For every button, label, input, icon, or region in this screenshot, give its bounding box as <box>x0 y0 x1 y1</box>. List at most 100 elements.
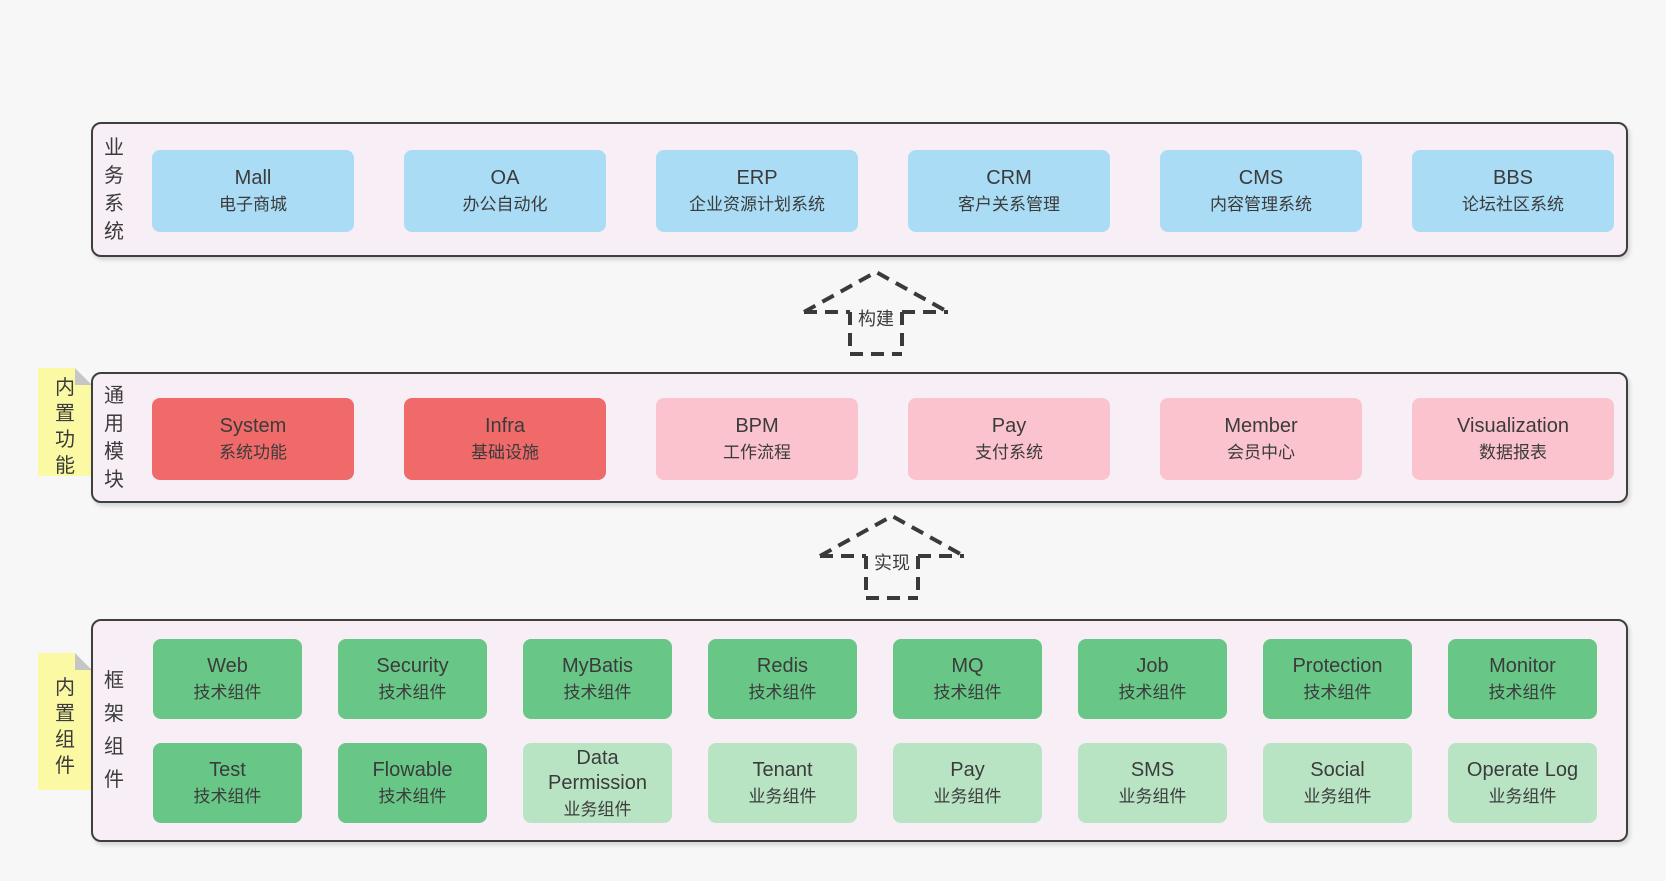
box-title: CRM <box>986 167 1032 190</box>
box-title: Pay <box>950 759 985 782</box>
box-pay-module: Pay 支付系统 <box>908 398 1110 480</box>
box-member: Member 会员中心 <box>1160 398 1362 480</box>
box-infra: Infra 基础设施 <box>404 398 606 480</box>
box-title: Protection <box>1292 655 1383 678</box>
box-mybatis: MyBatis 技术组件 <box>523 639 672 719</box>
box-subtitle: 企业资源计划系统 <box>689 195 825 215</box>
box-subtitle: 电子商城 <box>219 195 287 215</box>
box-title: OA <box>490 167 520 190</box>
box-bbs: BBS 论坛社区系统 <box>1412 150 1614 232</box>
box-title: Tenant <box>752 759 813 782</box>
box-title: Pay <box>991 415 1027 438</box>
box-test: Test 技术组件 <box>153 743 302 823</box>
box-system: System 系统功能 <box>152 398 354 480</box>
box-title: CMS <box>1238 167 1284 190</box>
box-mall: Mall 电子商城 <box>152 150 354 232</box>
box-social: Social 业务组件 <box>1263 743 1412 823</box>
modules-box-row: System 系统功能 Infra 基础设施 BPM 工作流程 Pay 支付系统… <box>152 398 1614 480</box>
box-title: System <box>219 415 287 438</box>
box-bpm: BPM 工作流程 <box>656 398 858 480</box>
implement-arrow: 实现 <box>817 512 967 604</box>
box-data-permission: Data Permission 业务组件 <box>523 743 672 823</box>
box-protection: Protection 技术组件 <box>1263 639 1412 719</box>
build-arrow-label: 构建 <box>855 304 897 332</box>
box-subtitle: 业务组件 <box>563 799 632 819</box>
framework-box-row-1: Web 技术组件 Security 技术组件 MyBatis 技术组件 Redi… <box>153 639 1597 719</box>
box-redis: Redis 技术组件 <box>708 639 857 719</box>
box-subtitle: 技术组件 <box>563 683 632 703</box>
box-title: Mall <box>234 167 272 190</box>
box-title: SMS <box>1130 759 1175 782</box>
box-mq: MQ 技术组件 <box>893 639 1042 719</box>
box-title: Test <box>209 759 246 782</box>
box-title: MQ <box>951 655 984 678</box>
box-subtitle: 技术组件 <box>1118 683 1187 703</box>
box-monitor: Monitor 技术组件 <box>1448 639 1597 719</box>
box-title: Web <box>207 655 248 678</box>
box-subtitle: 会员中心 <box>1227 443 1295 463</box>
sticky-note-builtin-components: 内置组件 <box>38 653 92 790</box>
box-subtitle: 论坛社区系统 <box>1462 195 1564 215</box>
box-title: Member <box>1224 415 1298 438</box>
box-title: MyBatis <box>561 655 634 678</box>
box-sms: SMS 业务组件 <box>1078 743 1227 823</box>
box-subtitle: 工作流程 <box>723 443 791 463</box>
box-title: Visualization <box>1457 415 1569 438</box>
box-title: Social <box>1310 759 1365 782</box>
build-arrow: 构建 <box>801 268 951 360</box>
box-erp: ERP 企业资源计划系统 <box>656 150 858 232</box>
panel-framework-label: 框架组件 <box>104 669 124 791</box>
panel-business-label: 业务系统 <box>104 136 124 243</box>
implement-arrow-label: 实现 <box>871 548 913 576</box>
box-title: ERP <box>736 167 778 190</box>
box-operate-log: Operate Log 业务组件 <box>1448 743 1597 823</box>
box-oa: OA 办公自动化 <box>404 150 606 232</box>
box-security: Security 技术组件 <box>338 639 487 719</box>
box-flowable: Flowable 技术组件 <box>338 743 487 823</box>
box-title: Security <box>376 655 449 678</box>
box-title: Infra <box>484 415 526 438</box>
box-subtitle: 支付系统 <box>975 443 1043 463</box>
panel-common-modules: 通用模块 System 系统功能 Infra 基础设施 BPM 工作流程 Pay… <box>91 372 1628 503</box>
sticky-note-text: 内置组件 <box>55 676 75 777</box>
box-subtitle: 技术组件 <box>193 787 262 807</box>
box-crm: CRM 客户关系管理 <box>908 150 1110 232</box>
box-subtitle: 技术组件 <box>378 787 447 807</box>
box-subtitle: 业务组件 <box>1303 787 1372 807</box>
box-title: Flowable <box>372 759 453 782</box>
box-subtitle: 业务组件 <box>1488 787 1557 807</box>
box-title: Monitor <box>1489 655 1556 678</box>
framework-box-row-2: Test 技术组件 Flowable 技术组件 Data Permission … <box>153 743 1597 823</box>
box-subtitle: 业务组件 <box>748 787 817 807</box>
box-subtitle: 技术组件 <box>193 683 262 703</box>
box-subtitle: 数据报表 <box>1479 443 1547 463</box>
sticky-note-builtin-features: 内置功能 <box>38 368 92 476</box>
box-title: Data Permission <box>548 746 647 794</box>
box-web: Web 技术组件 <box>153 639 302 719</box>
box-title: Redis <box>756 655 809 678</box>
box-subtitle: 业务组件 <box>933 787 1002 807</box>
box-title: BBS <box>1492 167 1534 190</box>
box-title: BPM <box>735 415 779 438</box>
box-cms: CMS 内容管理系统 <box>1160 150 1362 232</box>
box-subtitle: 技术组件 <box>748 683 817 703</box>
box-subtitle: 客户关系管理 <box>958 195 1060 215</box>
business-box-row: Mall 电子商城 OA 办公自动化 ERP 企业资源计划系统 CRM 客户关系… <box>152 150 1614 232</box>
panel-framework-components: 框架组件 Web 技术组件 Security 技术组件 MyBatis 技术组件… <box>91 619 1628 842</box>
panel-modules-label: 通用模块 <box>104 384 124 491</box>
box-subtitle: 技术组件 <box>1488 683 1557 703</box>
panel-business-systems: 业务系统 Mall 电子商城 OA 办公自动化 ERP 企业资源计划系统 CRM… <box>91 122 1628 257</box>
box-subtitle: 系统功能 <box>219 443 287 463</box>
box-subtitle: 业务组件 <box>1118 787 1187 807</box>
box-subtitle: 技术组件 <box>933 683 1002 703</box>
box-subtitle: 技术组件 <box>1303 683 1372 703</box>
box-subtitle: 内容管理系统 <box>1210 195 1312 215</box>
box-subtitle: 技术组件 <box>378 683 447 703</box>
dashed-up-arrow-icon <box>803 269 949 356</box>
box-subtitle: 办公自动化 <box>462 195 548 215</box>
box-visualization: Visualization 数据报表 <box>1412 398 1614 480</box>
box-title: Operate Log <box>1466 759 1579 782</box>
box-tenant: Tenant 业务组件 <box>708 743 857 823</box>
dashed-up-arrow-icon <box>819 513 965 600</box>
box-pay-component: Pay 业务组件 <box>893 743 1042 823</box>
